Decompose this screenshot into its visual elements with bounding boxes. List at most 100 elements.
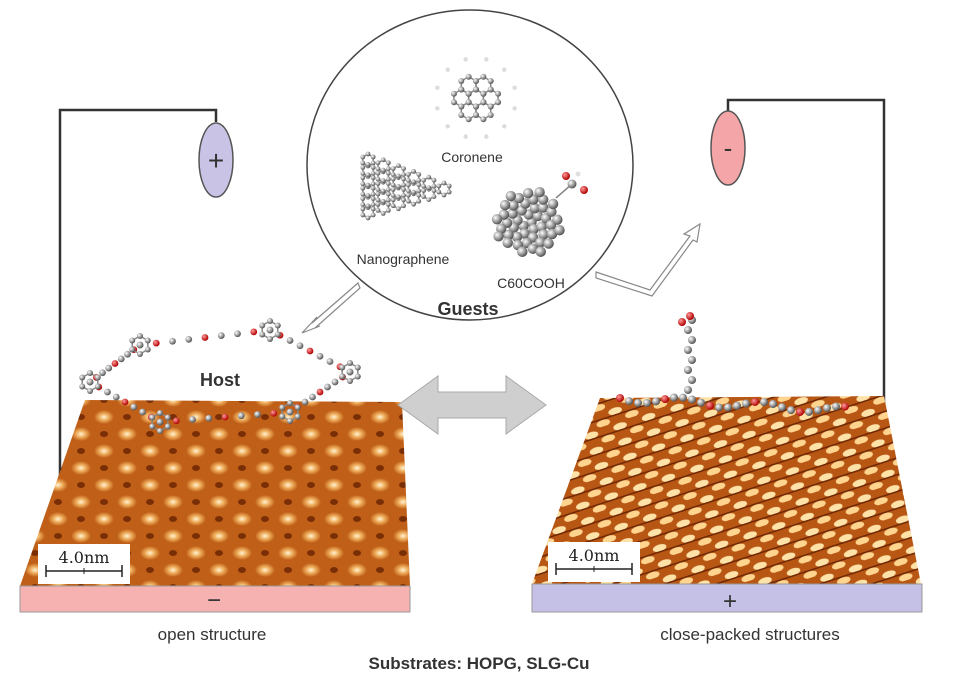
atom	[805, 407, 813, 416]
atom	[547, 198, 559, 210]
atom	[431, 183, 437, 189]
atom	[346, 368, 354, 376]
atom	[511, 231, 523, 243]
atom	[267, 318, 273, 324]
atom	[431, 177, 437, 183]
atom	[286, 408, 294, 416]
atom	[380, 210, 386, 216]
substrates-footer: Substrates: HOPG, SLG-Cu	[368, 654, 589, 673]
atom	[217, 332, 225, 340]
atom	[405, 192, 411, 198]
atom	[652, 397, 660, 406]
atom	[287, 400, 293, 406]
atom	[157, 410, 163, 416]
atom	[164, 414, 171, 421]
atom	[480, 99, 487, 106]
atom	[684, 326, 692, 334]
atom	[435, 106, 440, 111]
atom	[445, 67, 450, 72]
atom	[538, 229, 549, 240]
atom	[380, 178, 386, 183]
atom	[405, 172, 411, 177]
atom	[390, 203, 396, 209]
atom	[684, 386, 692, 394]
atom	[401, 166, 406, 172]
atom	[360, 206, 366, 212]
guests-title: Guests	[437, 299, 498, 319]
atom	[715, 403, 723, 412]
atom	[385, 170, 391, 176]
atom	[643, 398, 651, 407]
atom	[502, 67, 507, 72]
atom	[205, 414, 213, 422]
atom	[370, 160, 376, 166]
atom	[87, 370, 93, 376]
arrow-to-close-packed	[595, 222, 701, 297]
atom	[259, 322, 266, 329]
atom	[431, 194, 437, 199]
close-packed-caption: close-packed structures	[660, 625, 840, 644]
left-scale-bar: 4.0nm	[38, 544, 130, 584]
atom	[347, 360, 353, 366]
atom	[274, 322, 281, 329]
atom	[487, 103, 494, 110]
atom	[294, 413, 301, 420]
atom	[473, 86, 479, 93]
open-structure-caption: open structure	[158, 625, 267, 644]
coronene-label: Coronene	[441, 149, 503, 165]
atom	[136, 341, 144, 349]
atom	[365, 151, 371, 157]
atom	[686, 312, 694, 320]
atom	[679, 393, 687, 402]
atom	[416, 172, 422, 177]
atom	[365, 193, 371, 198]
atom	[441, 180, 447, 186]
atom	[375, 170, 381, 176]
atom	[267, 336, 273, 342]
atom	[137, 333, 143, 339]
atom	[375, 166, 381, 172]
atom	[375, 160, 381, 166]
atom	[390, 186, 396, 192]
right-substrate-sign: +	[723, 588, 737, 615]
atom	[678, 318, 686, 326]
atom	[266, 326, 274, 334]
atom	[365, 161, 371, 167]
guests-panel: Coronene Nanographene C60COOH Guests	[306, 9, 634, 321]
atom	[401, 203, 406, 209]
atom	[360, 196, 366, 201]
atom	[458, 112, 465, 118]
atom	[339, 364, 346, 371]
atom	[493, 231, 504, 242]
atom	[189, 416, 196, 423]
atom	[505, 190, 516, 202]
atom	[480, 90, 487, 97]
atom	[480, 73, 487, 80]
atom	[395, 194, 401, 200]
atom	[421, 183, 426, 189]
atom	[395, 163, 401, 169]
coronene-molecule	[435, 57, 517, 139]
atom	[339, 373, 346, 380]
left-electrode-sign: +	[208, 145, 224, 176]
atom	[841, 402, 849, 411]
atom	[487, 86, 494, 93]
atom	[360, 191, 366, 197]
atom	[495, 90, 502, 97]
atom	[697, 398, 705, 407]
atom	[416, 192, 422, 198]
atom	[441, 192, 447, 198]
atom	[395, 206, 401, 212]
atom	[164, 423, 171, 430]
atom	[152, 339, 160, 347]
atom	[375, 176, 381, 182]
atom	[706, 401, 714, 410]
atom	[458, 78, 465, 84]
host-label: Host	[200, 370, 240, 390]
atom	[411, 189, 416, 195]
atom	[463, 134, 468, 139]
atom	[435, 85, 440, 90]
atom	[380, 157, 386, 163]
atom	[250, 328, 258, 336]
atom	[684, 346, 692, 354]
